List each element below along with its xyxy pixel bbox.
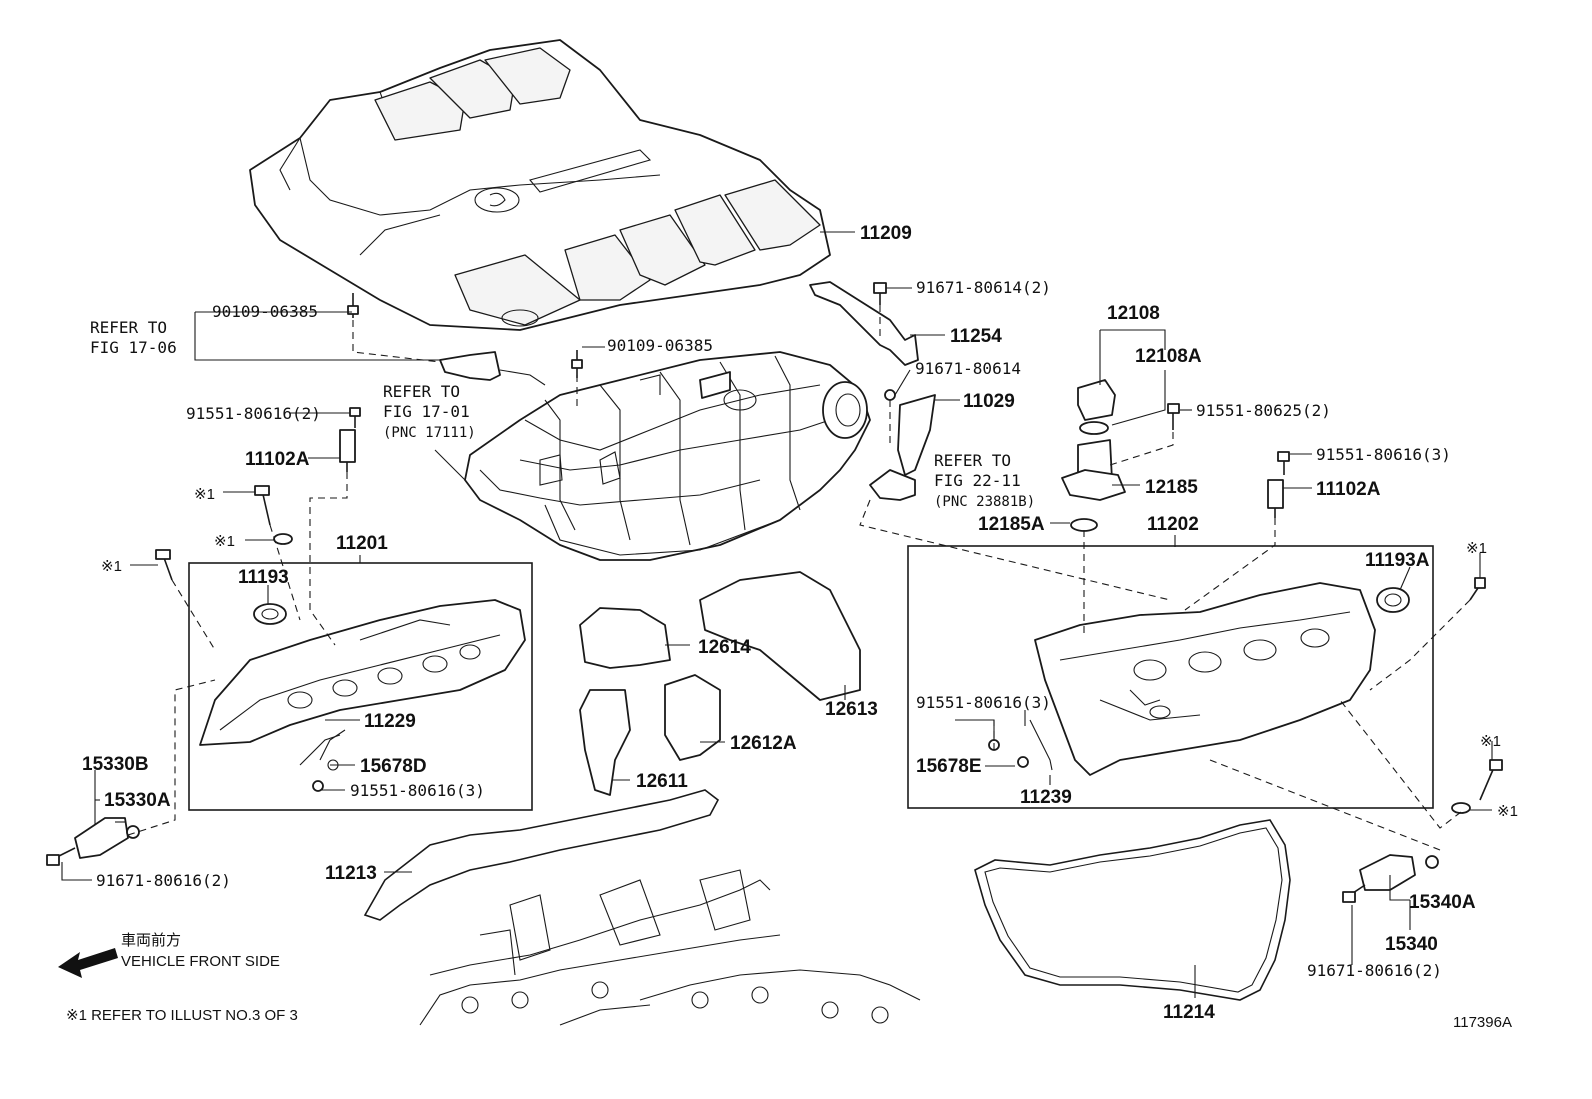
label-12612A: 12612A <box>730 733 797 754</box>
insulator-12613 <box>699 571 861 701</box>
intake-manifold <box>464 351 871 561</box>
reference-lines <box>127 305 1471 851</box>
footnote: ※1 REFER TO ILLUST NO.3 OF 3 <box>66 1007 298 1024</box>
label-11029: 11029 <box>963 391 1015 412</box>
label-11239: 11239 <box>1020 787 1072 808</box>
leader-lines <box>61 231 1493 998</box>
label-11209: 11209 <box>860 223 912 244</box>
insulator-12611 <box>579 689 631 796</box>
label-91551-80616-3-right: 91551-80616(3) <box>916 693 1051 712</box>
label-91671-80616-2-left: 91671-80616(2) <box>96 871 231 890</box>
label-11202: 11202 <box>1147 514 1199 535</box>
insulator-12612A <box>664 674 721 761</box>
vehicle-front-jp: 車両前方 <box>121 932 181 949</box>
label-12613: 12613 <box>825 699 878 720</box>
label-11213: 11213 <box>325 863 377 884</box>
label-91551-80616-3-top: 91551-80616(3) <box>1316 445 1451 464</box>
ref1-mark-b: ※1 <box>214 533 235 550</box>
ref1-mark-c: ※1 <box>101 558 122 575</box>
label-12611: 12611 <box>636 771 688 792</box>
ref1-mark-d: ※1 <box>1466 540 1487 557</box>
vehicle-front-en: VEHICLE FRONT SIDE <box>121 953 280 970</box>
label-11193: 11193 <box>238 567 289 588</box>
refer-22-11-line3: (PNC 23881B) <box>934 494 1035 510</box>
valve-cover-left <box>199 599 526 771</box>
ref1-mark-a: ※1 <box>194 486 215 503</box>
insulator-12614 <box>579 607 671 669</box>
refer-17-06-line1: REFER TO <box>90 318 167 337</box>
label-15678D: 15678D <box>360 756 427 777</box>
label-15340A: 15340A <box>1409 892 1476 913</box>
valve-cover-right <box>1034 582 1410 776</box>
refer-22-11-line2: FIG 22-11 <box>934 471 1021 490</box>
label-11254: 11254 <box>950 326 1002 347</box>
label-91671-80614: 91671-80614 <box>915 359 1021 378</box>
label-90109-b: 90109-06385 <box>607 336 713 355</box>
ref1-mark-e: ※1 <box>1480 733 1501 750</box>
box-11202 <box>907 545 1434 809</box>
engine-cover-11209 <box>249 39 831 331</box>
label-11229: 11229 <box>364 711 416 732</box>
label-91671-80614-2: 91671-80614(2) <box>916 278 1051 297</box>
label-12108: 12108 <box>1107 303 1160 324</box>
label-11201: 11201 <box>336 533 388 554</box>
label-11193A: 11193A <box>1365 550 1430 571</box>
label-11214: 11214 <box>1163 1002 1215 1023</box>
label-15330B: 15330B <box>82 754 149 775</box>
label-12614: 12614 <box>698 637 751 658</box>
refer-17-01-line2: FIG 17-01 <box>383 402 470 421</box>
gasket-11214 <box>974 819 1291 1001</box>
refer-17-01-line3: (PNC 17111) <box>383 425 476 441</box>
label-15340: 15340 <box>1385 934 1438 955</box>
label-12185: 12185 <box>1145 477 1198 498</box>
ref1-mark-f: ※1 <box>1497 803 1518 820</box>
refer-17-06-line2: FIG 17-06 <box>90 338 177 357</box>
refer-17-01-line1: REFER TO <box>383 382 460 401</box>
label-91671-80616-2-right: 91671-80616(2) <box>1307 961 1442 980</box>
label-91551-80616-3-left: 91551-80616(3) <box>350 781 485 800</box>
label-91551-80625-2: 91551-80625(2) <box>1196 401 1331 420</box>
labels: 11209 90109-06385 REFER TO FIG 17-06 901… <box>66 223 1518 1031</box>
label-12108A: 12108A <box>1135 346 1202 367</box>
label-15678E: 15678E <box>916 756 982 777</box>
gasket-11213 <box>363 789 720 921</box>
label-11102A-right: 11102A <box>1316 479 1381 500</box>
label-91551-80616-2: 91551-80616(2) <box>186 404 321 423</box>
refer-22-11-line1: REFER TO <box>934 451 1011 470</box>
label-90109-a: 90109-06385 <box>212 302 318 321</box>
label-15330A: 15330A <box>104 790 171 811</box>
label-11102A-left: 11102A <box>245 449 310 470</box>
label-12185A: 12185A <box>978 514 1045 535</box>
vehicle-front-arrow-icon <box>58 948 118 978</box>
small-parts <box>46 281 1503 903</box>
engine-block <box>419 869 921 1026</box>
diagram-id: 117396A <box>1453 1014 1512 1031</box>
